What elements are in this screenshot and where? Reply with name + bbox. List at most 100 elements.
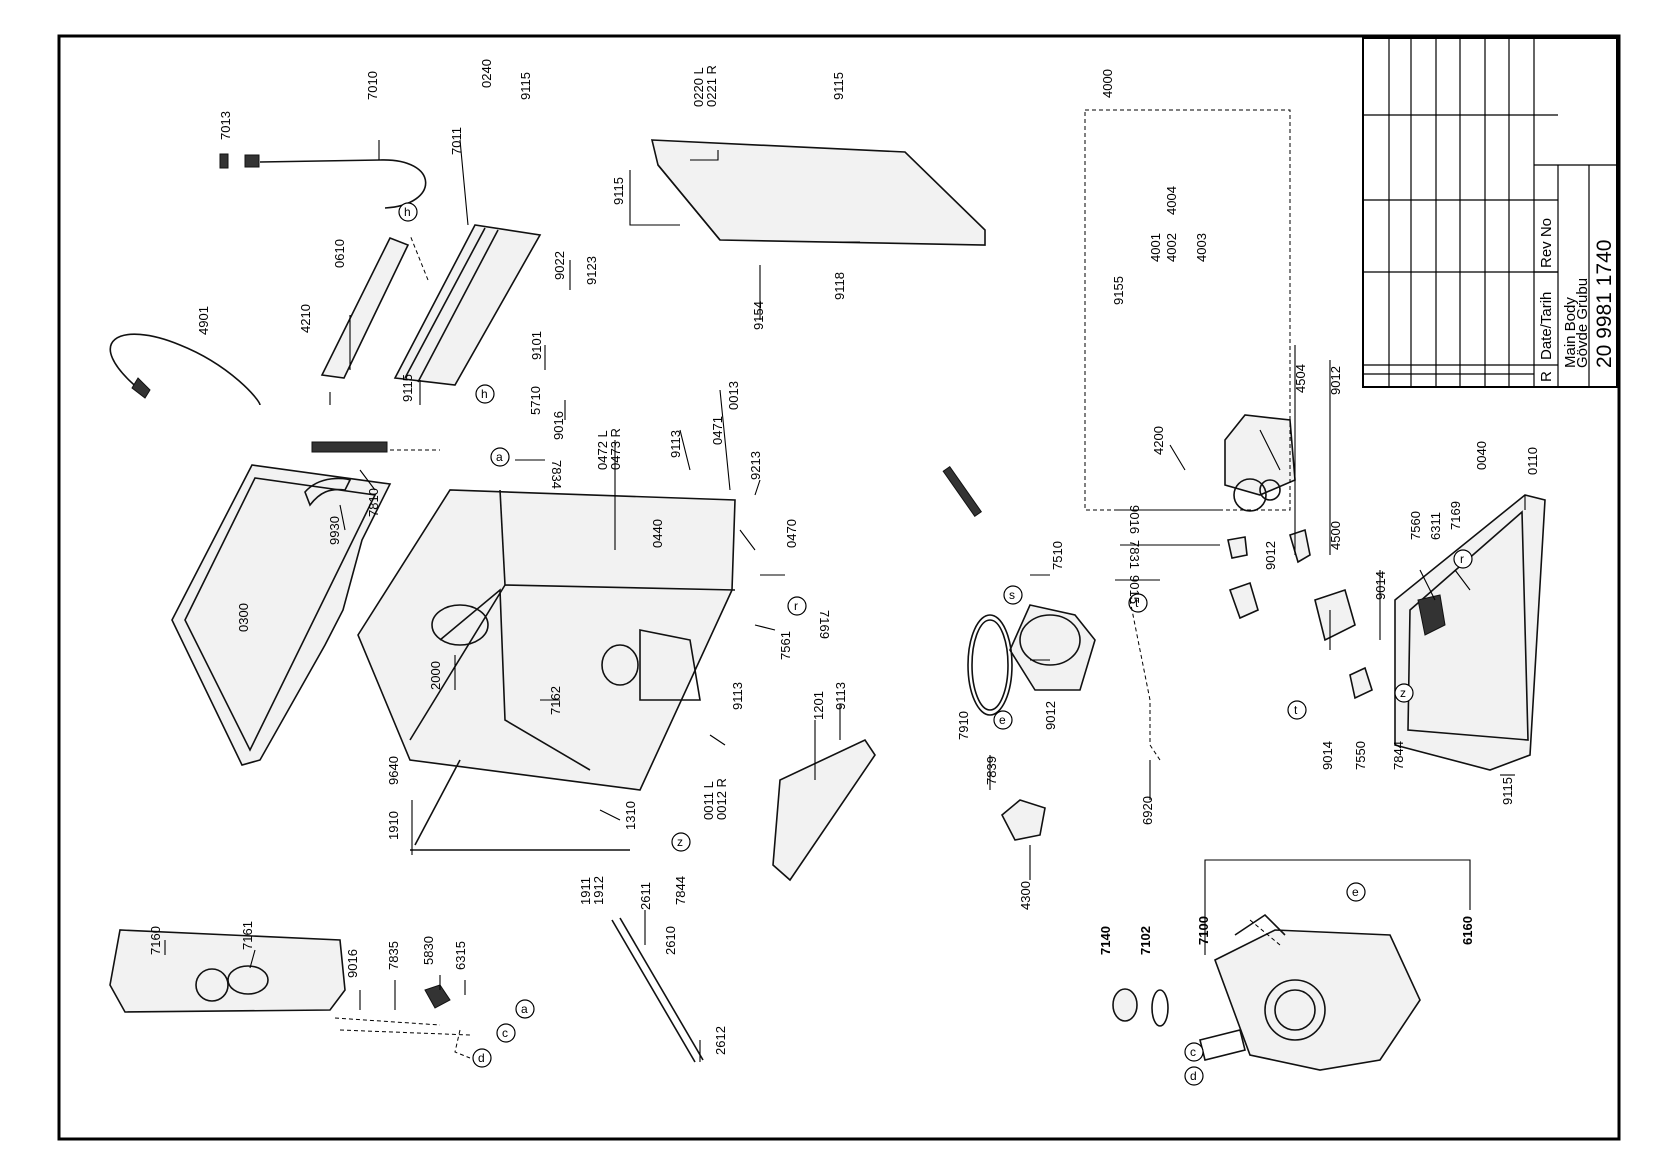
callout-h-2: h [475, 384, 495, 404]
drawing-border [57, 34, 1621, 1141]
label-6315: 6315 [453, 941, 468, 970]
callout-c-1: c [496, 1023, 516, 1043]
label-0221r: 0221 R [704, 65, 719, 107]
label-9213: 9213 [748, 451, 763, 480]
label-9016-c: 9016 [1127, 505, 1142, 534]
callout-c-2: c [1184, 1042, 1204, 1062]
label-6160: 6160 [1460, 916, 1475, 945]
label-2612: 2612 [713, 1026, 728, 1055]
label-7560: 7560 [1408, 511, 1423, 540]
label-7839: 7839 [984, 756, 999, 785]
svg-text:z: z [677, 835, 683, 849]
label-9016-b: 9016 [345, 949, 360, 978]
label-9930: 9930 [327, 516, 342, 545]
callout-d-1: d [472, 1048, 492, 1068]
label-7835: 7835 [386, 941, 401, 970]
label-9115-c: 9115 [611, 177, 626, 205]
label-6311: 6311 [1428, 512, 1443, 540]
label-4504: 4504 [1293, 364, 1308, 393]
gasket-7161 [227, 965, 269, 995]
title-block: R Date/Tarih Rev No Main Body Gövde Grub… [1362, 37, 1618, 388]
svg-text:h: h [481, 387, 488, 401]
label-9154: 9154 [751, 301, 766, 330]
label-9155: 9155 [1111, 276, 1126, 305]
svg-text:d: d [1190, 1069, 1197, 1083]
label-9012-c: 9012 [1043, 701, 1058, 730]
callout-a-1: a [490, 447, 510, 467]
label-7844-b: 7844 [1391, 741, 1406, 770]
label-0471: 0471 [710, 416, 725, 445]
motor-6160-part [1214, 929, 1421, 1071]
tb-header-r: R [1538, 371, 1555, 382]
label-2611: 2611 [638, 882, 653, 910]
callouts: h h a a s t t e e r r z z z c d c d [398, 202, 1473, 1086]
label-9022: 9022 [552, 251, 567, 280]
label-9118: 9118 [832, 272, 847, 300]
label-9640: 9640 [386, 756, 401, 785]
heater-tank-part [109, 929, 346, 1013]
svg-text:e: e [1352, 885, 1359, 899]
side-panel-part [650, 139, 986, 246]
part-7102 [1151, 989, 1169, 1027]
label-5830: 5830 [421, 936, 436, 965]
rail-0610-part [320, 236, 410, 379]
label-4210: 4210 [298, 304, 313, 333]
label-7910: 7910 [956, 711, 971, 740]
label-5710: 5710 [528, 386, 543, 415]
label-7169-a: 7169 [817, 610, 832, 639]
label-7561: 7561 [778, 631, 793, 660]
label-9113-b: 9113 [730, 682, 745, 710]
sump-part [1009, 604, 1096, 691]
label-7510: 7510 [1050, 541, 1065, 570]
label-9012-b: 9012 [1263, 541, 1278, 570]
label-1201: 1201 [811, 691, 826, 720]
part-4300 [1000, 799, 1046, 841]
label-9115-b: 9115 [831, 72, 846, 100]
label-4200: 4200 [1151, 426, 1166, 455]
label-9115-d: 9115 [400, 374, 415, 402]
label-9113-a: 9113 [668, 430, 683, 458]
svg-text:a: a [521, 1002, 528, 1016]
label-7011: 7011 [449, 127, 464, 155]
label-0470: 0470 [784, 519, 799, 548]
label-4004: 4004 [1164, 186, 1179, 215]
label-4300: 4300 [1018, 881, 1033, 910]
label-7013: 7013 [218, 111, 233, 140]
label-1310: 1310 [623, 801, 638, 830]
part-7550 [1349, 666, 1373, 700]
label-9115-a: 9115 [518, 72, 533, 100]
label-9012-a: 9012 [1328, 366, 1343, 395]
callout-e-1: e [993, 710, 1013, 730]
label-0440: 0440 [650, 519, 665, 548]
callout-d-2: d [1184, 1066, 1204, 1086]
part-7831 [1227, 536, 1248, 559]
label-7160: 7160 [148, 926, 163, 955]
label-7100: 7100 [1196, 916, 1211, 945]
callout-r-1: r [787, 596, 807, 616]
label-9123: 9123 [584, 256, 599, 285]
label-9014-a: 9014 [1373, 571, 1388, 600]
callout-z-1: z [671, 832, 691, 852]
tb-title-en: Main Body [1562, 297, 1579, 368]
label-7834: 7834 [549, 460, 564, 489]
label-1912: 1912 [591, 876, 606, 905]
label-9113-c: 9113 [833, 682, 848, 710]
label-0013: 0013 [726, 381, 741, 410]
power-cable-part [109, 333, 261, 406]
label-7550: 7550 [1353, 741, 1368, 770]
label-7010: 7010 [365, 71, 380, 100]
callout-t-2: t [1287, 700, 1307, 720]
svg-text:s: s [1009, 588, 1015, 602]
callout-r-2: r [1453, 549, 1473, 569]
callout-s: s [1003, 585, 1023, 605]
top-rail-part [393, 224, 542, 386]
rod-2610 [611, 919, 696, 1063]
label-9016-a: 9016 [551, 411, 566, 440]
label-0610: 0610 [332, 239, 347, 268]
tb-drawing-number: 20 9981 1740 [1593, 240, 1616, 368]
label-0240: 0240 [479, 59, 494, 88]
svg-text:r: r [794, 599, 798, 613]
svg-text:d: d [478, 1051, 485, 1065]
door-1201-part [772, 738, 876, 882]
